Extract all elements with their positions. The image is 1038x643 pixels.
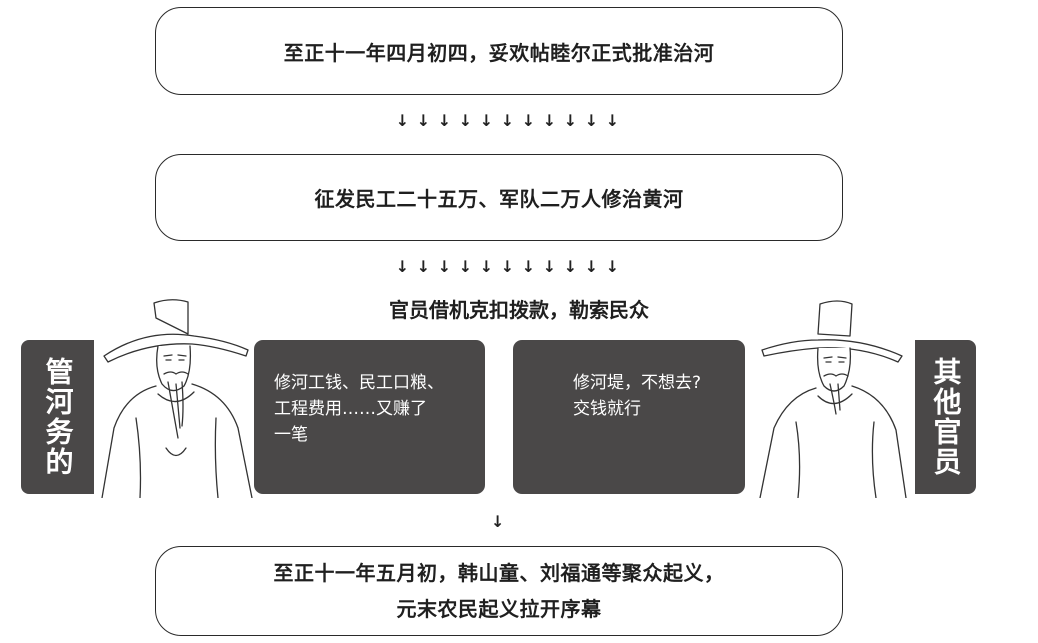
uprising-line-2: 元末农民起义拉开序幕	[396, 597, 602, 621]
arrow-down-icon: ↓	[500, 257, 515, 276]
step-box-approval: 至正十一年四月初四，妥欢帖睦尔正式批准治河	[155, 7, 843, 95]
arrow-down-icon: ↓	[521, 111, 536, 130]
left-official-speech: 修河工钱、民工口粮、 工程费用……又赚了 一笔	[254, 340, 485, 494]
arrow-down-icon: ↓	[416, 257, 431, 276]
arrow-down-icon: ↓	[458, 111, 473, 130]
arrow-down-icon: ↓	[584, 257, 599, 276]
speech-line: 交钱就行	[573, 399, 641, 419]
arrow-row-2: ↓ ↓ ↓ ↓ ↓ ↓ ↓ ↓ ↓ ↓ ↓	[394, 259, 621, 275]
step-approval-text: 至正十一年四月初四，妥欢帖睦尔正式批准治河	[283, 40, 715, 65]
arrow-down-icon: ↓	[437, 257, 452, 276]
step-box-conscription: 征发民工二十五万、军队二万人修治黄河	[155, 154, 843, 241]
arrow-down-icon: ↓	[395, 111, 410, 130]
arrow-down-icon: ↓	[605, 111, 620, 130]
uprising-line-1: 至正十一年五月初，韩山童、刘福通等聚众起义，	[273, 561, 725, 585]
arrow-down-icon: ↓	[542, 257, 557, 276]
right-official-label: 其他官员	[915, 340, 976, 494]
speech-line: 修河堤，不想去?	[573, 373, 702, 393]
speech-line: 修河工钱、民工口粮、	[274, 373, 444, 393]
arrow-down-icon: ↓	[479, 111, 494, 130]
corruption-heading: 官员借机克扣拨款，勒索民众	[389, 298, 649, 322]
arrow-down-icon: ↓	[542, 111, 557, 130]
arrow-down-icon: ↓	[491, 512, 505, 531]
speech-line: 一笔	[274, 425, 308, 445]
arrow-down-icon: ↓	[437, 111, 452, 130]
arrow-down-icon: ↓	[395, 257, 410, 276]
arrow-down-icon: ↓	[458, 257, 473, 276]
arrow-down-icon: ↓	[521, 257, 536, 276]
arrow-down-icon: ↓	[563, 111, 578, 130]
arrow-down-icon: ↓	[584, 111, 599, 130]
arrow-down-icon: ↓	[563, 257, 578, 276]
left-official-label: 管河务的	[21, 340, 94, 494]
speech-line: 工程费用……又赚了	[274, 399, 427, 419]
arrow-down-icon: ↓	[500, 111, 515, 130]
right-official-illustration	[759, 300, 907, 498]
left-official-illustration	[101, 299, 253, 498]
right-official-speech: 修河堤，不想去? 交钱就行	[513, 340, 745, 494]
arrow-down-icon: ↓	[416, 111, 431, 130]
arrow-row-1: ↓ ↓ ↓ ↓ ↓ ↓ ↓ ↓ ↓ ↓ ↓	[394, 113, 621, 129]
arrow-down-icon: ↓	[479, 257, 494, 276]
arrow-down-icon: ↓	[605, 257, 620, 276]
step-box-uprising: 至正十一年五月初，韩山童、刘福通等聚众起义， 元末农民起义拉开序幕	[155, 546, 843, 636]
step-conscription-text: 征发民工二十五万、军队二万人修治黄河	[314, 187, 684, 211]
